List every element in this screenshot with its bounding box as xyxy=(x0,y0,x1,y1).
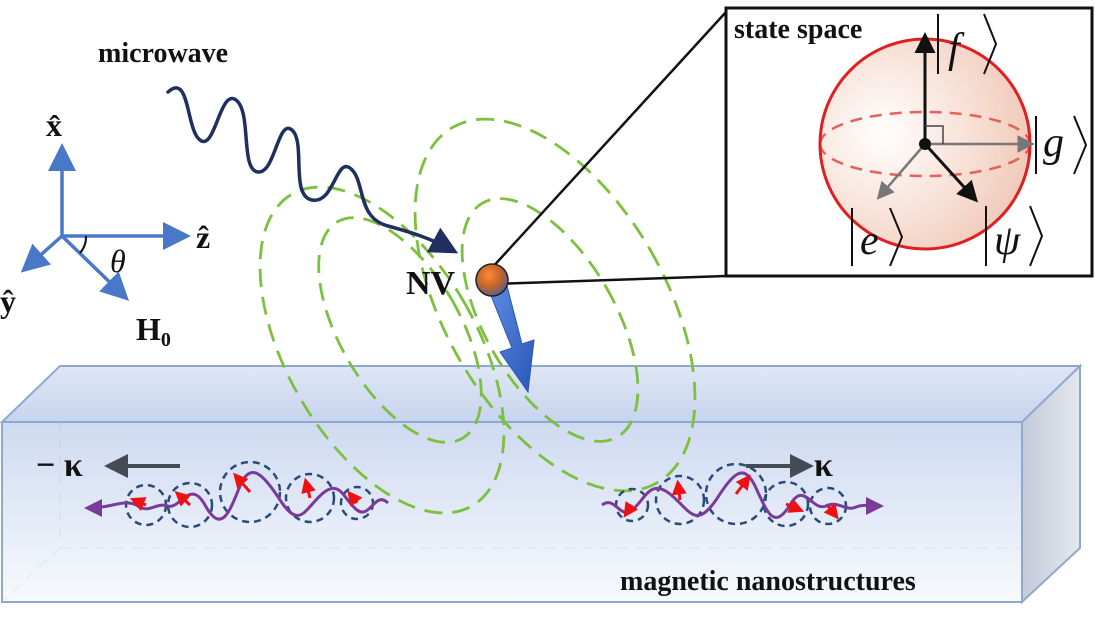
spin-wave-right xyxy=(601,454,884,528)
nanostructure-slab xyxy=(0,363,1083,605)
sphere-origin-dot xyxy=(919,138,931,150)
nv-spin-arrow xyxy=(487,281,535,394)
inset-connector-top xyxy=(489,11,727,271)
minus-kappa-label: − κ xyxy=(36,447,83,484)
field-loop-right-inner xyxy=(460,197,640,443)
right-angle-mark xyxy=(925,125,944,144)
ket-e-label: e xyxy=(860,218,879,264)
field-loop-left-outer xyxy=(258,185,506,515)
nv-label: NV xyxy=(406,265,456,302)
theta-angle-arc xyxy=(79,235,88,254)
field-loop-left-inner xyxy=(317,216,483,444)
ket-e: e xyxy=(851,207,904,267)
spin-arrows-left xyxy=(129,472,363,511)
ket-g: g xyxy=(1035,115,1088,175)
field-loop-right-outer xyxy=(413,117,697,493)
spin-arrows-right xyxy=(623,474,839,520)
spin-wave-left xyxy=(84,454,390,529)
ket-psi-vector xyxy=(923,142,979,203)
plus-kappa-label: κ xyxy=(814,447,833,484)
x-axis-label: x̂ xyxy=(46,107,62,143)
y-axis-arrow xyxy=(20,234,64,273)
magnon-wave-right xyxy=(601,471,884,519)
h0-label: H0 xyxy=(136,311,171,351)
ket-psi-label: ψ xyxy=(994,218,1021,264)
nv-center xyxy=(475,263,535,394)
slab-top-face xyxy=(0,365,1083,423)
sphere-equator-front xyxy=(818,143,1032,178)
nv-sphere xyxy=(475,263,509,297)
coordinate-axes xyxy=(20,143,191,301)
theta-label: θ xyxy=(110,243,126,279)
h0-field-arrow xyxy=(60,234,130,301)
state-space-inset xyxy=(724,6,1094,278)
ket-psi: ψ xyxy=(985,205,1044,267)
slab-side-face xyxy=(1021,363,1081,605)
z-axis-label: ẑ xyxy=(196,219,210,255)
ket-g-label: g xyxy=(1043,120,1064,166)
state-space-label: state space xyxy=(734,14,862,45)
microwave-wave xyxy=(166,86,459,254)
microwave-label: microwave xyxy=(98,38,228,69)
inset-connector-bottom xyxy=(493,274,727,286)
magnetic-nanostructures-label: magnetic nanostructures xyxy=(620,566,916,597)
slab-front-face xyxy=(1,421,1023,603)
ket-e-vector xyxy=(876,143,926,200)
field-lines xyxy=(258,117,697,515)
sphere-equator-back xyxy=(818,110,1032,145)
y-axis-label: ŷ xyxy=(0,283,16,319)
